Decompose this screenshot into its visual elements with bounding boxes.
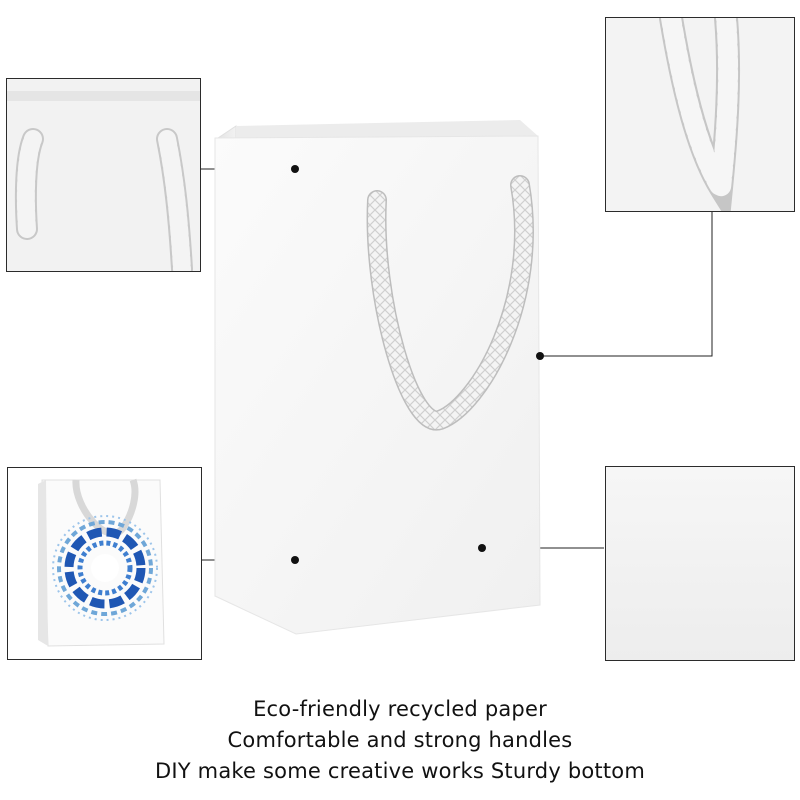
inset-handle-detail-left	[6, 78, 201, 272]
inset-sturdy-bottom-detail	[605, 466, 795, 661]
inset-rope-detail	[605, 17, 795, 212]
feature-text-diy-sturdy-bottom: DIY make some creative works Sturdy bott…	[155, 759, 645, 783]
feature-text-recycled-paper: Eco-friendly recycled paper	[253, 697, 547, 721]
inset-diy-decorated-bag	[7, 467, 202, 660]
feature-text-strong-handles: Comfortable and strong handles	[227, 728, 573, 752]
